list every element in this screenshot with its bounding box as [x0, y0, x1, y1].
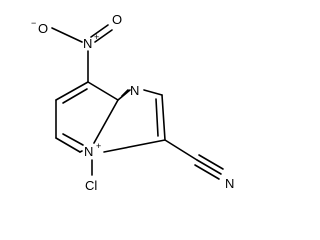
atom-nitro-o-right: O	[112, 12, 122, 27]
bond-nitro-n-o-left	[51, 27, 83, 43]
molecule-structure: O − N + O N N + Cl N	[31, 12, 234, 193]
structure-canvas: O − N + O N N + Cl N	[31, 12, 235, 193]
charge-nitro-n-plus: +	[94, 32, 99, 42]
charge-bridgehead-plus: +	[96, 141, 101, 151]
triple-bond-cn-c	[194, 164, 220, 180]
double-bond-nitro-n-o-right	[90, 24, 109, 38]
atom-nitro-o-left: O	[38, 21, 48, 36]
double-bond-c8-c7	[62, 88, 88, 104]
bond-n4-c8a	[93, 99, 119, 144]
bond-nitro-n-o-right	[94, 29, 113, 43]
atom-bridgehead-n: N	[84, 144, 93, 159]
atom-nitrile-n: N	[225, 176, 234, 191]
double-bond-c2-c3	[155, 98, 159, 137]
bond-c6-c5	[55, 137, 81, 153]
bond-c5-n4	[79, 150, 83, 153]
bond-c8a-n1	[117, 89, 131, 101]
bond-c3-cn	[164, 139, 198, 161]
bond-c8-c7	[55, 81, 89, 101]
bond-c2-c3	[161, 94, 166, 141]
triple-bond-cn-a	[196, 159, 222, 175]
atom-chloro: Cl	[85, 178, 97, 193]
bond-n1-c2	[143, 89, 163, 96]
double-bond-c6-c5	[62, 133, 84, 146]
atom-imidazole-n: N	[130, 83, 139, 98]
charge-nitro-o-minus: −	[31, 18, 36, 28]
triple-bond-cn-b	[198, 154, 224, 170]
bond-c3-n4	[103, 139, 166, 153]
atom-nitro-n: N	[83, 36, 92, 51]
bond-c8a-c8	[87, 81, 119, 101]
